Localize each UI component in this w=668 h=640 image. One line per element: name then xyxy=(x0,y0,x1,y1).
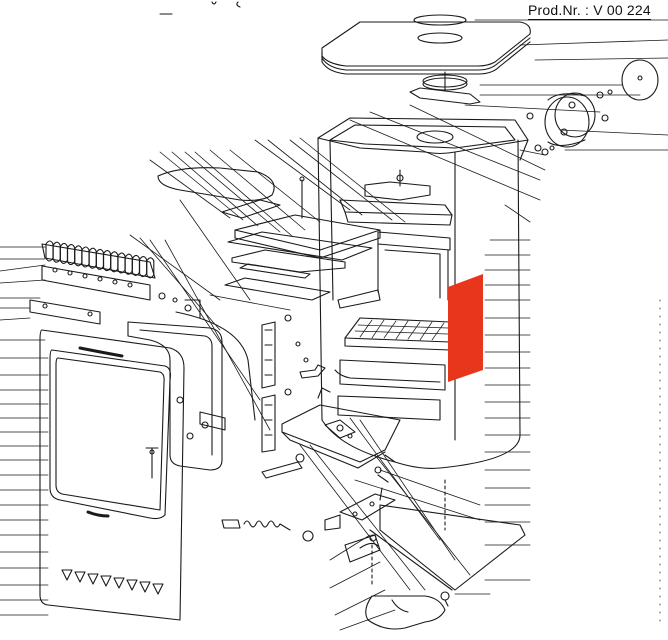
flue-outlet-assembly xyxy=(527,60,658,155)
grill-rib xyxy=(125,254,132,274)
grill-rib xyxy=(75,246,82,266)
base-plate xyxy=(325,467,525,590)
leader-lines xyxy=(0,20,668,630)
door-hinges xyxy=(262,315,325,452)
grill-bar xyxy=(30,241,177,324)
grill-rib xyxy=(82,247,89,267)
grill-rib xyxy=(132,255,139,275)
inner-plates xyxy=(225,215,380,308)
stove-body xyxy=(318,118,528,468)
highlighted-side-panel xyxy=(448,274,483,382)
grill-rib xyxy=(96,249,103,269)
grill-rib xyxy=(104,251,111,271)
grill-rib xyxy=(140,257,147,277)
bolt-and-spring xyxy=(222,454,313,541)
ash-pan-tray xyxy=(282,388,400,468)
grill-rib xyxy=(118,253,125,273)
grill-rib xyxy=(111,252,118,272)
grill-rib xyxy=(68,245,75,265)
grill-rib xyxy=(89,248,96,268)
top-marks xyxy=(160,2,240,14)
stove-foot xyxy=(366,592,449,629)
top-cover-plate xyxy=(322,15,530,74)
inner-door-frame xyxy=(128,300,255,470)
grill-rib xyxy=(60,243,67,263)
flue-ring xyxy=(410,72,480,104)
grill-rib xyxy=(147,258,154,278)
front-door-outer xyxy=(40,330,184,620)
baffle-plate xyxy=(158,168,304,218)
product-number-label: Prod.Nr. : V 00 224 xyxy=(528,2,651,20)
